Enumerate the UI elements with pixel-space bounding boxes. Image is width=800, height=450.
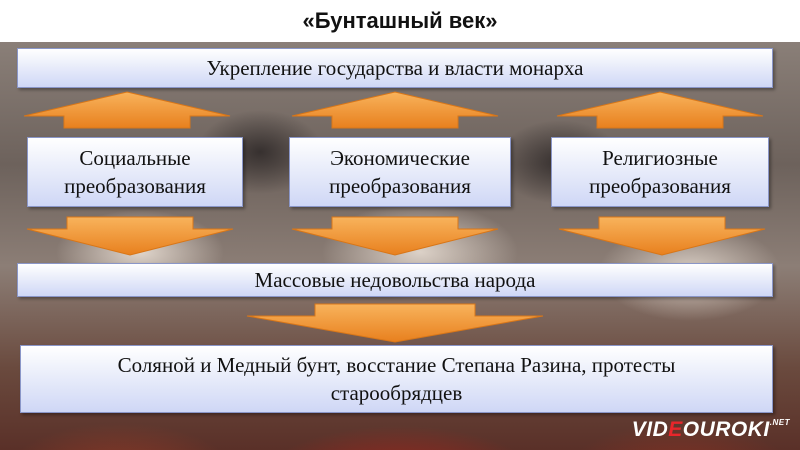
down-arrow-left — [26, 216, 234, 256]
down-arrow-right — [558, 216, 766, 256]
social-reforms-line2: преобразования — [64, 174, 206, 198]
down-arrow-center — [291, 216, 499, 256]
logo-part2: OUROKI — [682, 418, 770, 441]
logo-accent: E — [668, 418, 683, 441]
logo-part1: VID — [631, 418, 669, 441]
logo-net: .NET — [769, 418, 790, 427]
religious-reforms-line2: преобразования — [589, 174, 731, 198]
economic-reforms-line2: преобразования — [329, 174, 471, 198]
social-reforms-line1: Социальные — [79, 146, 191, 170]
discontent-box: Массовые недовольства народа — [17, 263, 773, 297]
uprisings-line1: Соляной и Медный бунт, восстание Степана… — [117, 353, 676, 377]
economic-reforms-box: Экономические преобразования — [289, 137, 511, 207]
top-box: Укрепление государства и власти монарха — [17, 48, 773, 88]
down-arrow-bottom — [246, 303, 544, 343]
religious-reforms-box: Религиозные преобразования — [551, 137, 769, 207]
top-box-label: Укрепление государства и власти монарха — [206, 56, 584, 80]
up-arrow-right — [556, 91, 764, 129]
videouroki-logo: VIDEOUROKI.NET — [632, 418, 790, 442]
economic-reforms-line1: Экономические — [330, 146, 470, 170]
discontent-label: Массовые недовольства народа — [254, 268, 536, 292]
social-reforms-box: Социальные преобразования — [27, 137, 243, 207]
up-arrow-center — [291, 91, 499, 129]
slide-title: «Бунташный век» — [302, 8, 498, 33]
religious-reforms-line1: Религиозные — [602, 146, 718, 170]
up-arrow-left — [23, 91, 231, 129]
uprisings-box: Соляной и Медный бунт, восстание Степана… — [20, 345, 773, 413]
uprisings-line2: старообрядцев — [330, 381, 463, 405]
